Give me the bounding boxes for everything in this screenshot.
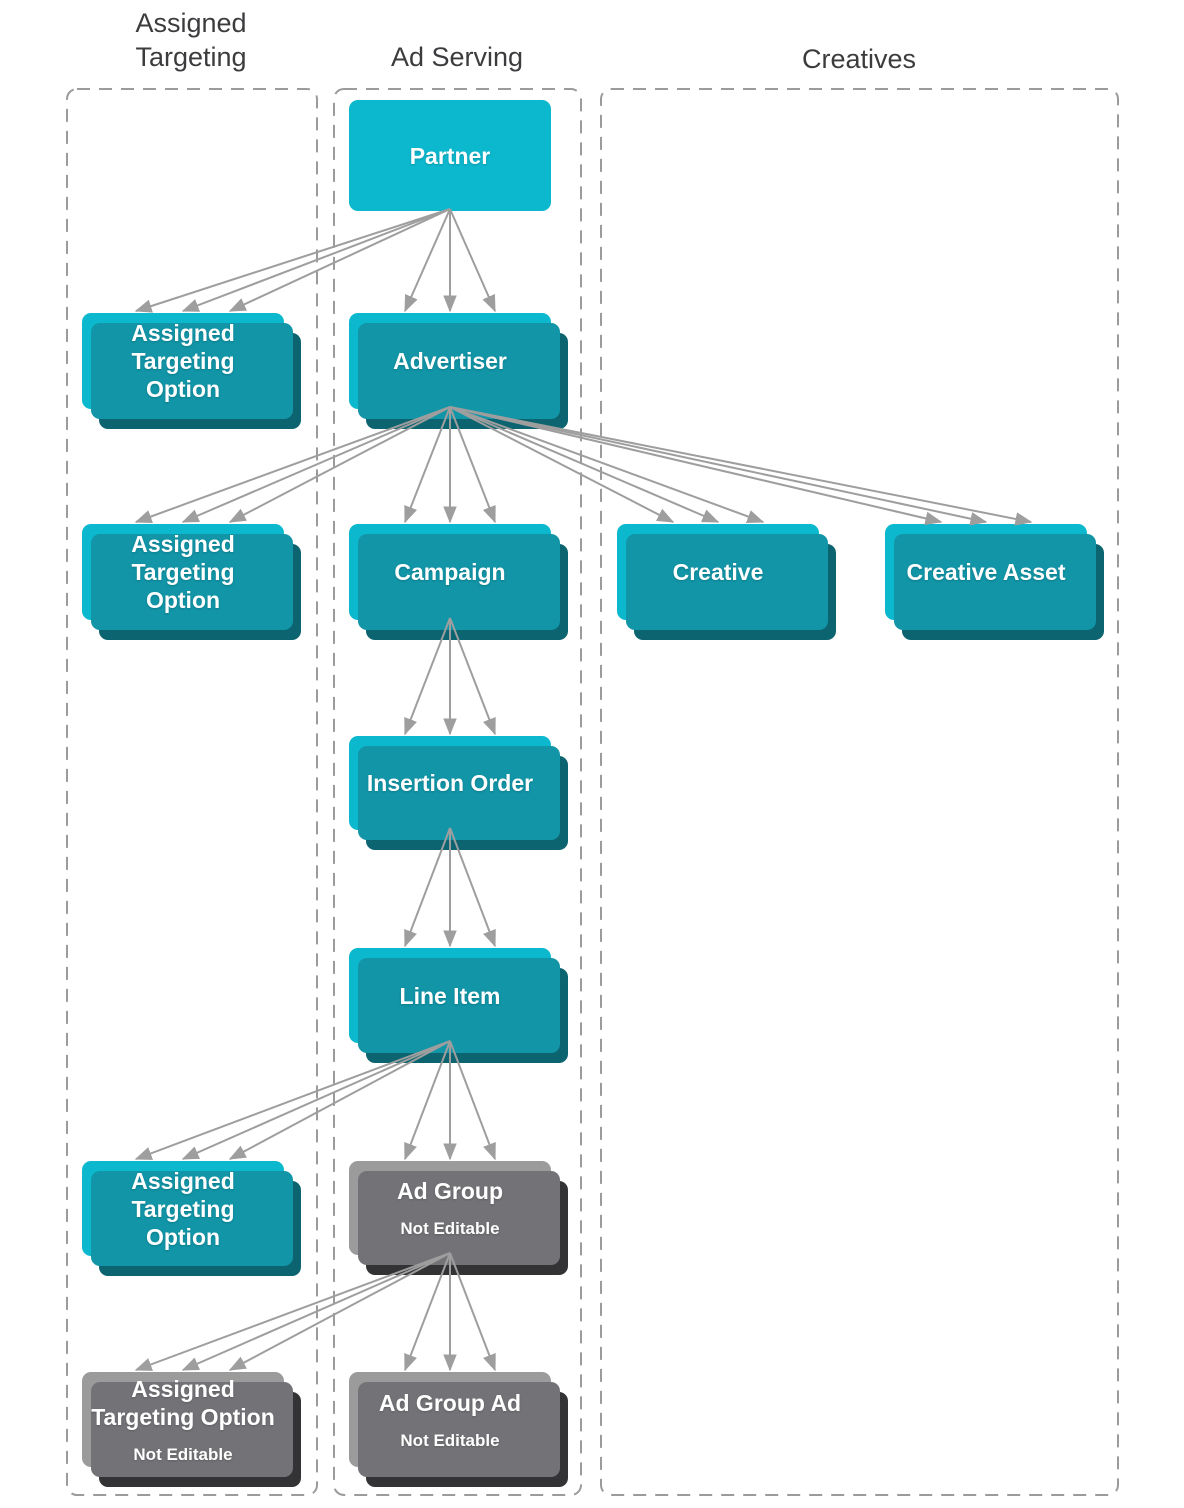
column-header-assigned-targeting-line2: Targeting (135, 42, 247, 72)
column-header-assigned-targeting: Assigned Targeting (66, 6, 316, 74)
column-header-assigned-targeting-line1: Assigned (135, 8, 247, 38)
edge-partner-to-assigned-targeting-option (134, 208, 451, 313)
node-partner: Partner (349, 100, 551, 211)
node-ad-group-label: Ad Group (396, 1178, 504, 1204)
node-assigned-targeting-option-advertiser: Assigned Targeting Option (82, 524, 284, 620)
node-advertiser-label: Advertiser (393, 348, 507, 374)
node-ad-group-ad: Ad Group Ad Not Editable (349, 1372, 551, 1467)
node-creative-asset: Creative Asset (885, 524, 1087, 620)
node-insertion-order-label: Insertion Order (366, 770, 534, 796)
node-partner-label: Partner (409, 142, 491, 169)
node-label-line: Assigned (131, 1375, 235, 1402)
node-label-line: Option (145, 376, 221, 402)
node-label-line: Assigned (131, 320, 235, 346)
edge-partner-to-advertiser (404, 208, 496, 313)
node-campaign-label: Campaign (394, 559, 506, 585)
node-assigned-targeting-option-partner: Assigned Targeting Option (82, 313, 284, 409)
node-assigned-targeting-option-line-item: Assigned Targeting Option (82, 1161, 284, 1256)
node-assigned-targeting-option-ad-group-sublabel: Not Editable (133, 1444, 233, 1464)
node-label-line: Targeting (131, 1195, 235, 1222)
node-line-item-label: Line Item (399, 982, 501, 1009)
node-creative: Creative (617, 524, 819, 620)
node-campaign: Campaign (349, 524, 551, 620)
node-ad-group-sublabel: Not Editable (400, 1219, 500, 1238)
node-label-line: Targeting (131, 348, 235, 374)
node-ad-group: Ad Group Not Editable (349, 1161, 551, 1255)
column-frame-creatives (600, 88, 1119, 1496)
node-creative-label: Creative (672, 559, 764, 585)
node-assigned-targeting-option-line-item-label: Assigned Targeting Option (131, 1167, 235, 1251)
node-assigned-targeting-option-ad-group-label: Assigned Targeting Option (91, 1375, 275, 1431)
node-assigned-targeting-option-ad-group: Assigned Targeting Option Not Editable (82, 1372, 284, 1467)
node-label-line: Option (145, 1223, 221, 1250)
column-header-creatives: Creatives (801, 44, 917, 74)
column-frame-assigned-targeting (66, 88, 318, 1496)
node-insertion-order: Insertion Order (349, 736, 551, 830)
node-advertiser: Advertiser (349, 313, 551, 409)
node-label-line: Option (145, 587, 221, 613)
node-ad-group-ad-sublabel: Not Editable (400, 1430, 500, 1450)
node-ad-group-ad-label: Ad Group Ad (378, 1389, 522, 1416)
node-assigned-targeting-option-advertiser-label: Assigned Targeting Option (131, 530, 235, 614)
column-header-ad-serving: Ad Serving (390, 42, 524, 72)
node-creative-asset-label: Creative Asset (906, 559, 1066, 585)
node-label-line: Targeting Option (91, 1403, 275, 1430)
node-label-line: Targeting (131, 559, 235, 585)
node-label-line: Assigned (131, 1167, 235, 1194)
node-label-line: Assigned (131, 531, 235, 557)
node-assigned-targeting-option-partner-label: Assigned Targeting Option (131, 319, 235, 403)
node-line-item: Line Item (349, 948, 551, 1043)
